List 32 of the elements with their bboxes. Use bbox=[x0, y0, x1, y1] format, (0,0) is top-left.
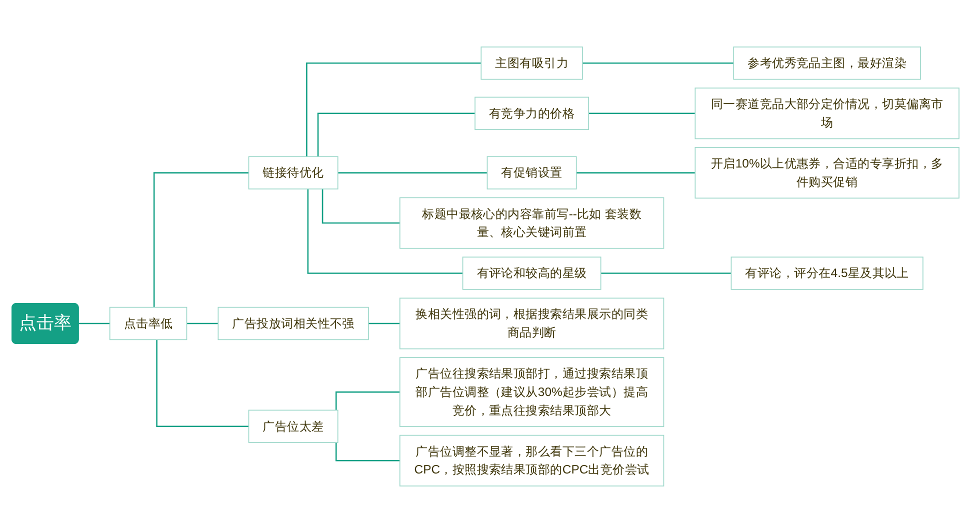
node-box: 广告投放词相关性不强 bbox=[218, 306, 369, 340]
connector bbox=[322, 188, 400, 224]
connector bbox=[156, 339, 249, 427]
node-box: 有促销设置 bbox=[486, 156, 577, 189]
connector bbox=[78, 322, 110, 324]
node-box: 广告位太差 bbox=[248, 409, 338, 442]
node-box: 广告位调整不显著，那么看下三个广告位的CPC，按照搜索结果顶部的CPC出竞价尝试 bbox=[399, 434, 664, 486]
connector bbox=[317, 112, 476, 156]
connector bbox=[337, 172, 488, 173]
connector bbox=[588, 112, 696, 114]
node-box: 参考优秀竞品主图，最好渲染 bbox=[733, 46, 921, 80]
connector bbox=[368, 322, 400, 324]
connector bbox=[186, 322, 218, 324]
node-box: 开启10%以上优惠券，合适的专享折扣，多件购买促销 bbox=[694, 146, 960, 198]
connector bbox=[600, 272, 732, 274]
connector bbox=[335, 442, 400, 461]
node-box: 标题中最核心的内容靠前写--比如 套装数量、核心关键词前置 bbox=[399, 196, 664, 248]
connector bbox=[582, 62, 734, 64]
node-box: 有评论和较高的星级 bbox=[462, 256, 602, 290]
node-box: 同一赛道竞品大部分定价情况，切莫偏离市场 bbox=[694, 87, 960, 139]
node-box: 有竞争力的价格 bbox=[474, 96, 590, 130]
connector bbox=[306, 62, 482, 156]
node-box: 主图有吸引力 bbox=[480, 46, 583, 80]
connector bbox=[307, 188, 463, 274]
node-box: 有评论，评分在4.5星及其以上 bbox=[730, 256, 924, 290]
connector bbox=[335, 390, 400, 410]
node-box: 链接待优化 bbox=[248, 156, 338, 189]
node-box: 换相关性强的词，根据搜索结果展示的同类商品判断 bbox=[399, 297, 664, 349]
node-box: 点击率低 bbox=[109, 306, 188, 340]
node-box: 广告位往搜索结果顶部打，通过搜索结果顶部广告位调整（建议从30%起步尝试）提高竞价，重点往搜索结果顶部大 bbox=[399, 356, 664, 427]
connector bbox=[153, 172, 249, 307]
connector bbox=[576, 172, 696, 173]
